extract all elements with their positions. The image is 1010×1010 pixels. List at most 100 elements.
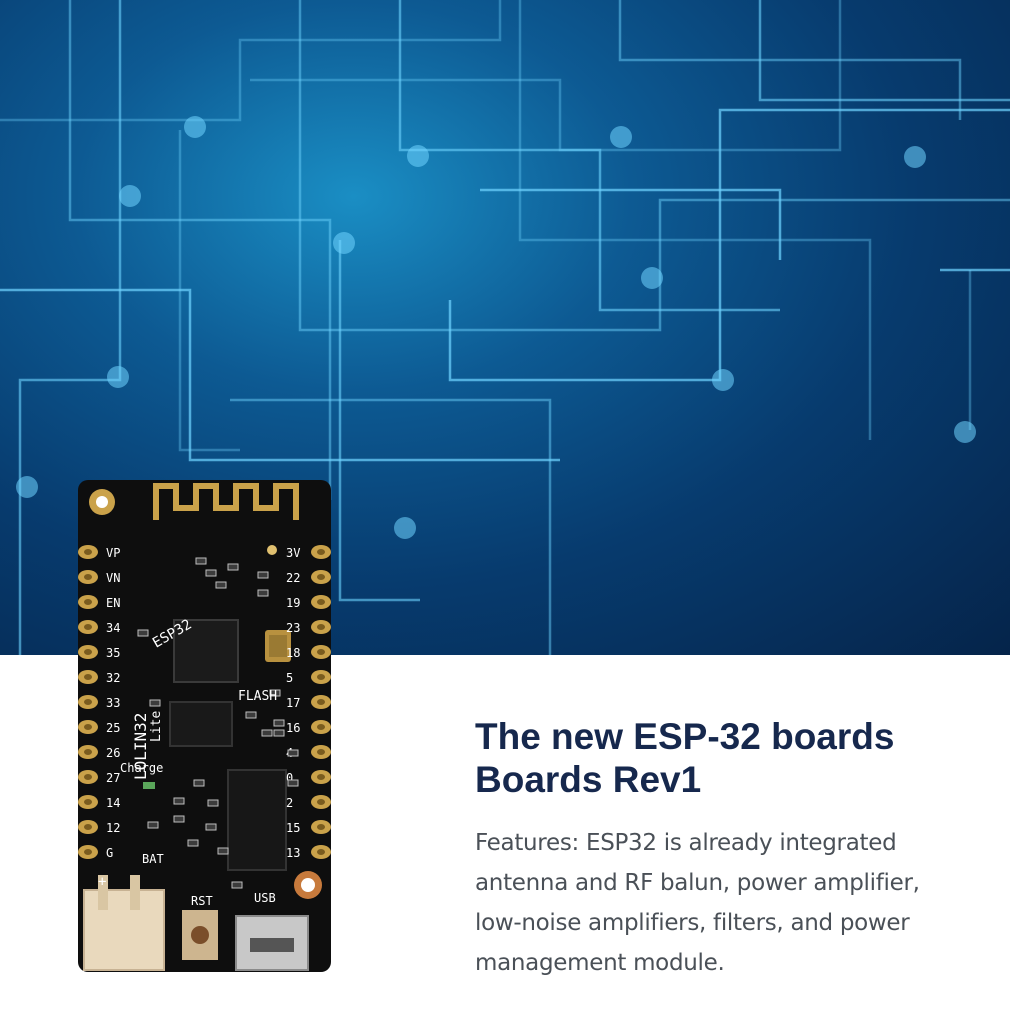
smd-component <box>273 729 285 737</box>
smd-component <box>287 749 299 757</box>
smd-component <box>245 711 257 719</box>
pin-label-right: 19 <box>286 596 300 610</box>
smd-component <box>215 581 227 589</box>
pin-label-left: VP <box>106 546 120 560</box>
smd-component <box>173 797 185 805</box>
smd-led <box>267 545 277 555</box>
circuit-line <box>18 0 122 655</box>
description-line-4: management module. <box>475 950 725 976</box>
circuit-node <box>712 369 734 391</box>
smd-component <box>287 779 299 787</box>
circuit-line <box>68 0 332 500</box>
smd-component <box>205 823 217 831</box>
smd-component <box>227 563 239 571</box>
product-title: The new ESP-32 boards Boards Rev1 <box>475 715 995 801</box>
board-name-label: LOLIN32 <box>131 713 150 780</box>
description-line-2: antenna and RF balun, power amplifier, <box>475 870 920 896</box>
circuit-line <box>480 188 782 260</box>
pin-label-left: EN <box>106 596 120 610</box>
flash-chip <box>169 701 233 747</box>
circuit-node <box>641 267 663 289</box>
circuit-node <box>394 517 416 539</box>
smd-component <box>149 699 161 707</box>
circuit-line <box>518 0 872 440</box>
smd-component <box>207 799 219 807</box>
antenna-trace <box>153 483 299 520</box>
pin-label-right: 13 <box>286 846 300 860</box>
charge-label: Charge <box>120 761 163 775</box>
charge-led <box>143 782 155 789</box>
battery-connector <box>83 889 165 971</box>
pin-label-left: 14 <box>106 796 120 810</box>
pin-label-left: 35 <box>106 646 120 660</box>
esp32-board-photo: VP VN EN 34 35 32 33 25 26 27 14 12G 3V 22 19 23 18 5 17 1… <box>78 480 331 972</box>
description-line-3: low-noise amplifiers, filters, and power <box>475 910 910 936</box>
smd-component <box>231 881 243 889</box>
smd-component <box>137 629 149 637</box>
pin-label-right: 15 <box>286 821 300 835</box>
smd-component <box>193 779 205 787</box>
bat-label: BAT <box>142 852 164 866</box>
title-line-1: The new ESP-32 boards <box>475 716 895 757</box>
pin-label-right: 17 <box>286 696 300 710</box>
circuit-node <box>333 232 355 254</box>
circuit-line <box>0 0 502 122</box>
pin-label-right: 3V <box>286 546 300 560</box>
circuit-line <box>230 398 552 655</box>
smd-component <box>195 557 207 565</box>
circuit-line <box>298 0 1010 332</box>
pin-label-left: 34 <box>106 621 120 635</box>
pin-label-right: 23 <box>286 621 300 635</box>
description-line-1: Features: ESP32 is already integrated <box>475 830 897 856</box>
pin-label-left: 33 <box>106 696 120 710</box>
smd-component <box>269 689 281 697</box>
usb-label: USB <box>254 891 276 905</box>
circuit-node <box>407 145 429 167</box>
circuit-line <box>618 0 962 120</box>
smd-component <box>261 729 273 737</box>
product-text-block: The new ESP-32 boards Boards Rev1 Featur… <box>475 715 995 983</box>
circuit-node <box>107 366 129 388</box>
circuit-node <box>16 476 38 498</box>
pin-label-right: 18 <box>286 646 300 660</box>
circuit-line <box>758 0 1010 102</box>
pin-label-right: 5 <box>286 671 293 685</box>
pin-label-left: 26 <box>106 746 120 760</box>
pin-label-right: 2 <box>286 796 293 810</box>
pin-label-right: 0 <box>286 771 293 785</box>
pin-label-left: 25 <box>106 721 120 735</box>
pin-label-left: 32 <box>106 671 120 685</box>
circuit-line <box>0 288 560 462</box>
smd-component <box>187 839 199 847</box>
flash-label: FLASH <box>238 689 277 704</box>
smd-component <box>273 719 285 727</box>
esp32-chip <box>173 619 239 683</box>
smd-component <box>205 569 217 577</box>
product-description: Features: ESP32 is already integrated an… <box>475 823 995 983</box>
circuit-lines-graphic <box>0 0 1010 655</box>
usb-chip <box>227 769 287 871</box>
pin-label-left: 27 <box>106 771 120 785</box>
pin-label-right: 16 <box>286 721 300 735</box>
smd-component <box>257 589 269 597</box>
board-variant-label: Lite <box>149 711 164 742</box>
circuit-line <box>178 130 240 452</box>
smd-component <box>147 821 159 829</box>
circuit-line <box>398 0 780 312</box>
pin-label-left: 12 <box>106 821 120 835</box>
circuit-node <box>610 126 632 148</box>
circuit-line <box>250 0 842 152</box>
circuit-node <box>184 116 206 138</box>
circuit-line <box>338 240 420 602</box>
smd-component <box>173 815 185 823</box>
rst-label: RST <box>191 894 213 908</box>
smd-component <box>217 847 229 855</box>
plus-label: + <box>98 874 106 890</box>
circuit-node <box>904 146 926 168</box>
pin-label-left: G <box>106 846 113 860</box>
circuit-node <box>954 421 976 443</box>
circuit-node <box>119 185 141 207</box>
title-line-2: Boards Rev1 <box>475 759 702 800</box>
pin-label-right: 22 <box>286 571 300 585</box>
pin-label-left: VN <box>106 571 120 585</box>
